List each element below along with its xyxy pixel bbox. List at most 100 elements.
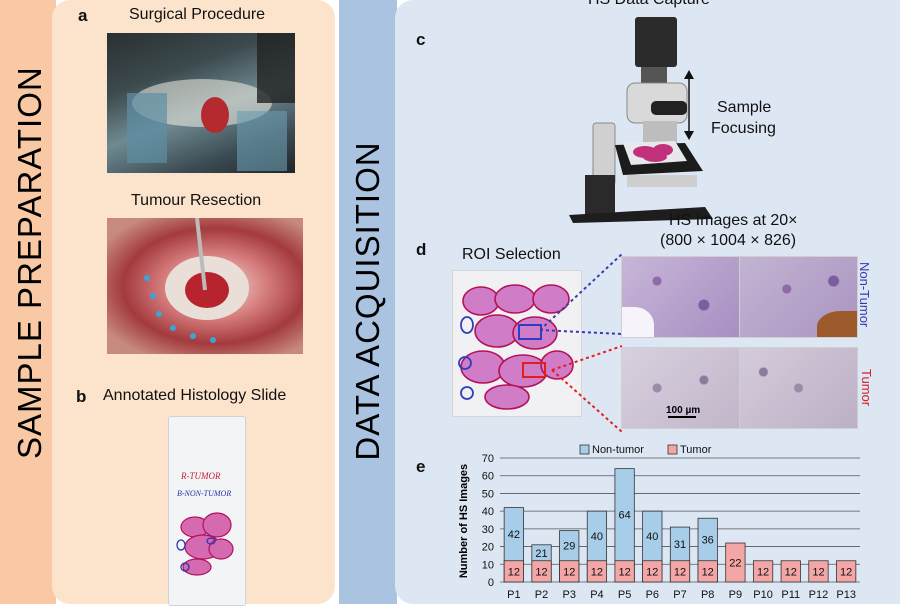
bar-label-tumor: 12 — [674, 566, 686, 578]
y-tick-label: 40 — [482, 506, 494, 518]
focus-arrow — [684, 70, 694, 140]
hs-images-caption-line2: (800 × 1004 × 826) — [660, 232, 797, 249]
bar-label-tumor: 12 — [508, 566, 520, 578]
bar-label-tumor: 22 — [729, 558, 741, 570]
x-tick-label: P2 — [535, 589, 548, 601]
x-tick-label: P1 — [507, 589, 520, 601]
bar-label-tumor: 12 — [563, 566, 575, 578]
bar-label-non-tumor: 21 — [535, 548, 547, 560]
x-tick-label: P3 — [562, 589, 575, 601]
panel-letter-b: b — [76, 387, 87, 406]
panel-letter-d: d — [416, 240, 427, 259]
data-acquisition-band — [339, 0, 397, 604]
bar-label-tumor: 12 — [702, 566, 714, 578]
panel-letter-c: c — [416, 30, 426, 49]
bar-label-non-tumor: 40 — [591, 531, 603, 543]
chart-legend: Non-tumor Tumor — [579, 444, 712, 456]
y-tick-labels: 0 10 20 30 40 50 60 70 — [482, 453, 494, 589]
bar-tumor — [531, 560, 552, 583]
y-tick-label: 60 — [482, 471, 494, 483]
hs-data-capture-caption: HS Data Capture — [588, 0, 710, 9]
surgical-procedure-caption: Surgical Procedure — [129, 6, 266, 23]
roi-selection-caption: ROI Selection — [462, 246, 561, 263]
y-tick-label: 20 — [482, 542, 494, 554]
hs-tile-tumor-1: 100 µm — [621, 347, 740, 429]
data-acquisition-title: DATA ACQUISITION — [349, 141, 386, 461]
bar-tumor — [669, 560, 691, 583]
bar-label-tumor: 12 — [840, 566, 852, 578]
legend-swatch — [667, 444, 678, 455]
y-tick-label: 30 — [482, 524, 494, 536]
y-tick-label: 10 — [482, 559, 494, 571]
legend-label: Tumor — [680, 444, 712, 456]
hs-images-caption-line1: HS Images at 20× — [669, 212, 798, 229]
scale-bar-label: 100 µm — [666, 405, 701, 416]
histology-slide-photo: R-TUMOR B-NON-TUMOR — [168, 416, 246, 606]
bar-tumor — [808, 560, 829, 583]
slide-annotation-tumor: R-TUMOR — [181, 471, 221, 481]
tumor-side-label: Tumor — [859, 369, 874, 407]
bar-label-tumor: 12 — [646, 566, 658, 578]
scale-bar — [668, 416, 696, 418]
x-tick-label: P11 — [781, 589, 800, 601]
roi-slide-image — [452, 270, 582, 417]
bar-tumor — [642, 560, 663, 583]
bar-label-non-tumor: 31 — [674, 539, 686, 551]
hs-tile-tumor-2 — [739, 347, 858, 429]
chart-bars: 42 12 21 12 29 12 40 12 64 12 40 12 31 12 36 12 22 12 12 12… — [503, 468, 857, 583]
bar-tumor — [503, 560, 524, 583]
slide-annotation-non-tumor: B-NON-TUMOR — [177, 489, 232, 498]
bar-label-non-tumor: 42 — [508, 529, 520, 541]
x-tick-label: P12 — [809, 589, 829, 601]
y-tick-label: 50 — [482, 488, 494, 500]
x-tick-label: P7 — [673, 589, 686, 601]
bar-label-non-tumor: 64 — [618, 510, 630, 522]
hs-images-bar-chart: Non-tumor Tumor 42 12 21 12 29 12 40 12 64 12 40 12 3… — [458, 444, 860, 601]
bar-label-tumor: 12 — [785, 566, 797, 578]
bar-label-tumor: 12 — [591, 566, 603, 578]
bar-label-non-tumor: 40 — [646, 531, 658, 543]
bar-tumor — [586, 560, 608, 583]
bar-tumor — [752, 560, 774, 583]
tumour-resection-caption: Tumour Resection — [131, 192, 262, 209]
bar-tumor — [780, 560, 801, 583]
bar-label-tumor: 12 — [812, 566, 824, 578]
panel-letter-e: e — [416, 457, 426, 476]
focus-label-line1: Sample — [717, 99, 772, 116]
bar-tumor — [836, 560, 857, 583]
bar-label-tumor: 12 — [535, 566, 547, 578]
x-tick-label: P4 — [590, 589, 603, 601]
microscope-image — [565, 15, 715, 225]
x-tick-label: P8 — [701, 589, 714, 601]
x-tick-label: P13 — [836, 589, 856, 601]
y-tick-label: 0 — [488, 577, 494, 589]
hs-tile-non-tumor-1 — [621, 256, 740, 338]
x-tick-label: P9 — [729, 589, 742, 601]
sample-preparation-band — [0, 0, 56, 604]
x-tick-label: P6 — [646, 589, 659, 601]
x-tick-label: P5 — [618, 589, 631, 601]
legend-label: Non-tumor — [592, 444, 644, 456]
surgical-procedure-photo — [107, 33, 295, 173]
y-tick-label: 70 — [482, 453, 494, 465]
panel-letter-a: a — [78, 6, 88, 25]
roi-connector-lines — [540, 253, 623, 433]
bar-tumor — [725, 542, 746, 583]
bar-tumor — [697, 560, 718, 583]
legend-swatch — [579, 444, 590, 455]
x-tick-labels: P1 P2 P3 P4 P5 P6 P7 P8 P9 P10 P11 P12 P13 — [507, 589, 856, 601]
y-axis-label: Number of HS Images — [458, 464, 470, 578]
non-tumor-side-label: Non-Tumor — [857, 262, 872, 328]
annotated-histology-caption: Annotated Histology Slide — [103, 387, 287, 404]
bar-label-non-tumor: 29 — [563, 541, 575, 553]
bar-label-tumor: 12 — [757, 566, 769, 578]
tumour-resection-photo — [107, 218, 303, 354]
hs-tile-non-tumor-2 — [739, 256, 858, 338]
x-tick-label: P10 — [753, 589, 773, 601]
bar-tumor — [614, 560, 635, 583]
focus-label-line2: Focusing — [711, 120, 776, 137]
bar-label-tumor: 12 — [618, 566, 630, 578]
bar-label-non-tumor: 36 — [702, 534, 714, 546]
sample-preparation-title: SAMPLE PREPARATION — [11, 66, 48, 459]
bar-tumor — [559, 560, 580, 583]
